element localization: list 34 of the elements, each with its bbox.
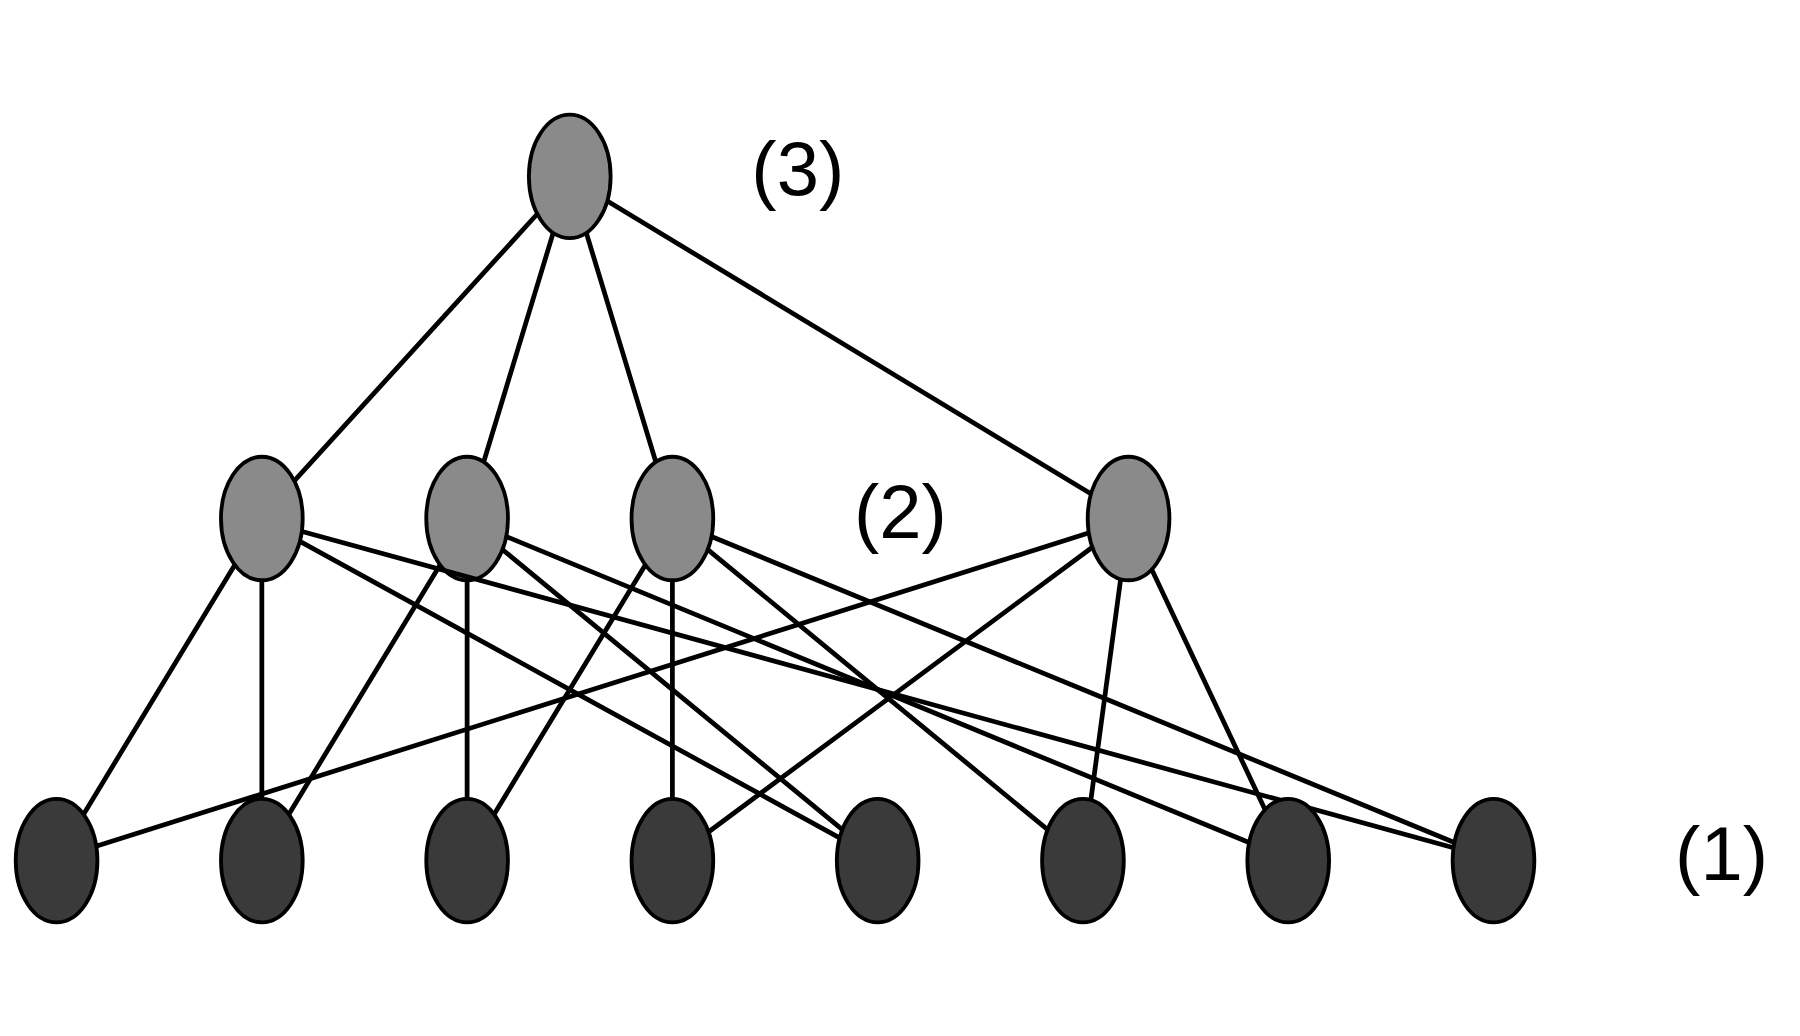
node-ellipse	[1085, 454, 1172, 582]
connector	[711, 534, 1456, 845]
connector	[301, 528, 1455, 850]
connector	[1088, 578, 1123, 800]
connector	[292, 212, 539, 482]
connector	[584, 232, 658, 462]
node-ellipse	[629, 454, 716, 582]
connector	[299, 538, 841, 840]
node-ellipse	[424, 454, 510, 582]
node-ellipse	[424, 796, 510, 924]
label: (3)	[751, 125, 845, 211]
label: (2)	[854, 468, 947, 554]
connector	[670, 580, 675, 799]
node-ellipse	[527, 112, 613, 240]
node-ellipse	[13, 796, 100, 924]
connector	[492, 563, 648, 815]
connector	[464, 580, 470, 799]
connector	[259, 580, 265, 799]
connector	[505, 534, 1250, 845]
node-ellipse	[219, 796, 305, 924]
connector	[606, 198, 1092, 496]
node-ellipse	[629, 796, 716, 924]
connector	[96, 530, 1090, 848]
connector	[1149, 568, 1268, 810]
connector	[481, 232, 556, 462]
node-ellipse	[1450, 796, 1537, 924]
connector	[81, 563, 237, 815]
node-ellipse	[1245, 796, 1331, 924]
node-ellipse	[1040, 796, 1126, 924]
node-ellipse	[219, 454, 305, 582]
connector	[286, 563, 442, 815]
connector	[501, 547, 844, 831]
label: (1)	[1675, 810, 1769, 896]
node-ellipse	[834, 796, 921, 924]
